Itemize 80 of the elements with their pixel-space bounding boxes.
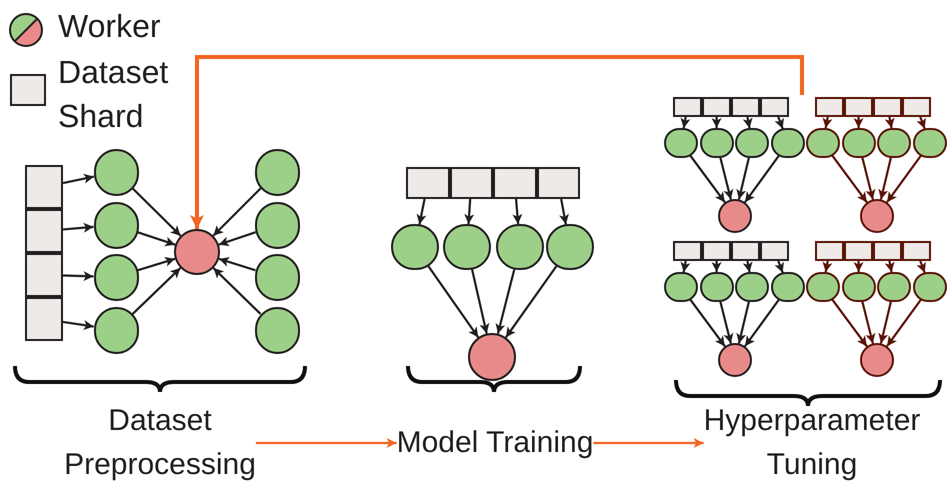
arrow (137, 231, 176, 246)
shard-box (702, 97, 731, 117)
arrow (736, 301, 750, 344)
arrow (62, 174, 94, 184)
arrow (719, 301, 734, 344)
shard-box (406, 167, 450, 199)
shard-box (536, 167, 580, 199)
shard-box (673, 241, 702, 261)
shard-box (702, 241, 731, 261)
shard-box (25, 165, 63, 209)
arrow (774, 260, 784, 274)
arrow (916, 116, 926, 130)
legend-label: Dataset Shard (58, 53, 168, 136)
shard-box (760, 97, 789, 117)
arrow (854, 117, 864, 128)
arrow (742, 260, 753, 272)
arrow (212, 267, 262, 315)
stage-label: Model Training (396, 421, 594, 465)
shard-box (815, 241, 844, 261)
arrow (712, 261, 722, 272)
arrow (62, 222, 94, 233)
arrow (62, 271, 94, 282)
arrow (427, 265, 480, 338)
arrow (416, 198, 426, 225)
shard-box (815, 97, 844, 117)
arrow (719, 157, 734, 200)
shard-box (450, 167, 493, 199)
arrow (464, 198, 474, 224)
arrow (916, 260, 926, 274)
shard-box (873, 97, 902, 117)
arrow (471, 269, 490, 334)
shard-box (25, 297, 63, 341)
shard-box (25, 253, 63, 297)
arrow (884, 116, 895, 128)
shard-box (902, 241, 931, 261)
arrow (774, 116, 784, 130)
arrow (878, 301, 892, 344)
arrow (496, 269, 516, 334)
shard-box (844, 97, 873, 117)
arrow (218, 231, 256, 246)
shard-box (731, 97, 760, 117)
stage-label: Hyperparameter Tuning (704, 399, 920, 487)
arrow (712, 117, 722, 128)
arrow (854, 261, 864, 272)
arrow (504, 265, 558, 338)
shard-box (25, 209, 63, 253)
arrow (132, 267, 182, 315)
arrow (593, 438, 704, 448)
arrow (831, 298, 868, 347)
shard-box (731, 241, 760, 261)
arrow (512, 198, 522, 224)
arrow (742, 116, 753, 128)
arrow (689, 298, 726, 347)
arrow (137, 256, 176, 272)
shard-box (873, 241, 902, 261)
arrow (861, 157, 876, 200)
arrow (559, 198, 569, 225)
arrow (822, 116, 832, 128)
shard-box (673, 97, 702, 117)
shard-box (902, 97, 931, 117)
arrow (62, 320, 94, 330)
arrow (884, 260, 895, 272)
legend-label: Worker (58, 7, 161, 46)
arrow (680, 116, 690, 128)
arrow (190, 55, 804, 229)
arrow (689, 154, 726, 203)
arrow (132, 187, 182, 237)
arrow (212, 187, 262, 237)
arrow (736, 157, 750, 200)
shard-box (760, 241, 789, 261)
arrow (680, 260, 690, 272)
shard-box (844, 241, 873, 261)
arrow (861, 301, 876, 344)
shard-box (493, 167, 536, 199)
arrow (218, 257, 256, 272)
arrow (256, 438, 397, 448)
arrow (878, 157, 892, 200)
stage-label: Dataset Preprocessing (64, 399, 256, 487)
arrow (831, 154, 868, 203)
arrow (822, 260, 832, 272)
